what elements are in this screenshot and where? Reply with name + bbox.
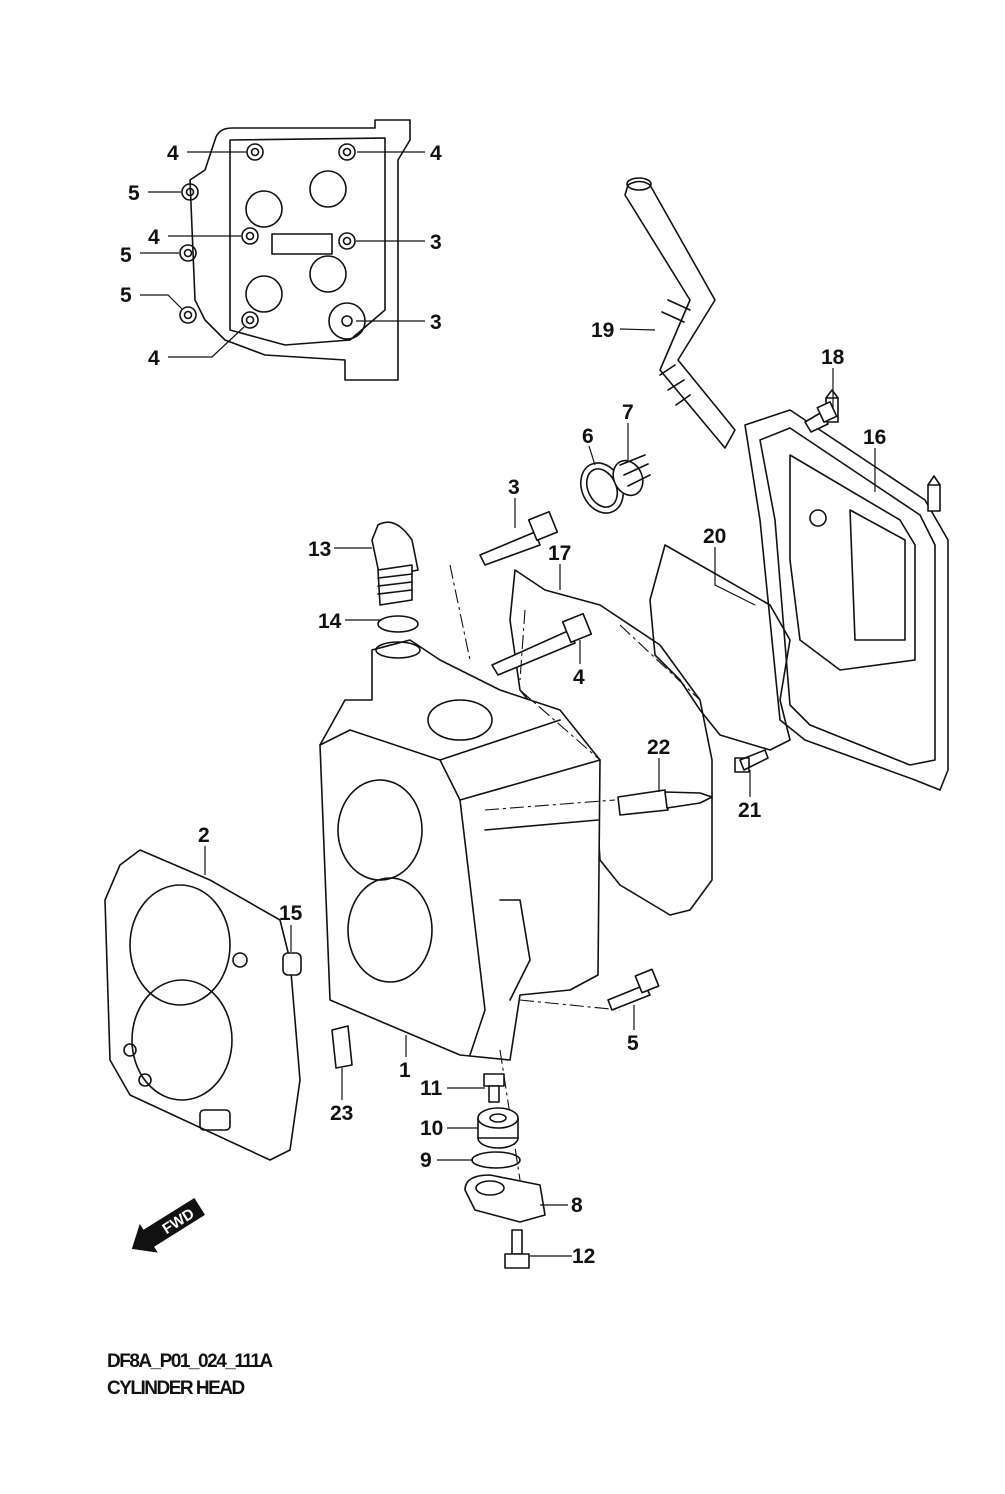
callout: 10 <box>420 1117 443 1140</box>
callout: 7 <box>622 401 634 424</box>
callout: 3 <box>430 311 442 334</box>
bolt-21 <box>734 749 769 773</box>
callout: 6 <box>582 425 594 448</box>
callout: 18 <box>821 346 845 369</box>
callout: 11 <box>420 1077 443 1100</box>
spacer-10 <box>477 1107 519 1149</box>
callout: 5 <box>120 244 132 267</box>
callout: 16 <box>863 426 886 449</box>
callout: 4 <box>148 226 160 249</box>
bolt-11 <box>483 1073 505 1103</box>
forward-arrow-icon: FWD <box>131 1197 205 1253</box>
bracket-8 <box>464 1174 546 1223</box>
callout: 14 <box>318 610 342 633</box>
spark-plug <box>617 789 713 816</box>
bolt-12 <box>504 1229 530 1269</box>
callout: 4 <box>148 347 160 370</box>
callout: 1 <box>399 1059 411 1082</box>
callout: 4 <box>573 666 585 689</box>
callout: 9 <box>420 1149 432 1172</box>
o-ring-9 <box>471 1151 521 1169</box>
head-gasket <box>104 849 301 1161</box>
oil-filler-cap <box>371 521 419 606</box>
bolt-5 <box>607 968 660 1011</box>
callout: 8 <box>571 1194 583 1217</box>
cylinder-head-cover <box>744 389 949 791</box>
callout: 15 <box>279 902 303 925</box>
bolt-3 <box>479 510 559 566</box>
diagram-title: CYLINDER HEAD <box>107 1378 245 1399</box>
bolt-18 <box>804 400 838 433</box>
callout: 17 <box>548 542 571 565</box>
inset-cylinder-head <box>140 119 425 381</box>
callout: 13 <box>308 538 331 561</box>
seal-14 <box>377 615 419 633</box>
leader-lines <box>204 328 876 1257</box>
callout: 5 <box>128 182 140 205</box>
callout: 22 <box>647 736 670 759</box>
inset-callout-labels: 4 4 5 4 3 5 5 3 4 <box>120 142 442 370</box>
callout: 5 <box>120 284 132 307</box>
dowel-23 <box>331 1025 353 1069</box>
callout: 4 <box>167 142 179 165</box>
cover-gasket <box>649 544 791 751</box>
callout: 2 <box>198 824 210 847</box>
callout: 4 <box>430 142 442 165</box>
callout: 19 <box>591 319 614 342</box>
callout: 3 <box>508 476 520 499</box>
breather-hose <box>624 177 736 449</box>
cylinder-head <box>319 639 601 1061</box>
callout-labels: 19 18 16 6 7 3 13 17 20 14 4 22 21 2 15 … <box>198 319 886 1268</box>
callout: 3 <box>430 231 442 254</box>
plug-7 <box>612 454 651 497</box>
callout: 12 <box>572 1245 595 1268</box>
dowel-pin-15 <box>282 952 302 976</box>
assembly-lines <box>449 564 701 1181</box>
bolt-hole-markers <box>179 143 366 340</box>
callout: 21 <box>738 799 762 822</box>
callout: 20 <box>703 525 726 548</box>
callout: 5 <box>627 1032 639 1055</box>
diagram-code: DF8A_P01_024_111A <box>107 1351 273 1372</box>
bolt-4 <box>491 612 593 676</box>
callout: 23 <box>330 1102 353 1125</box>
